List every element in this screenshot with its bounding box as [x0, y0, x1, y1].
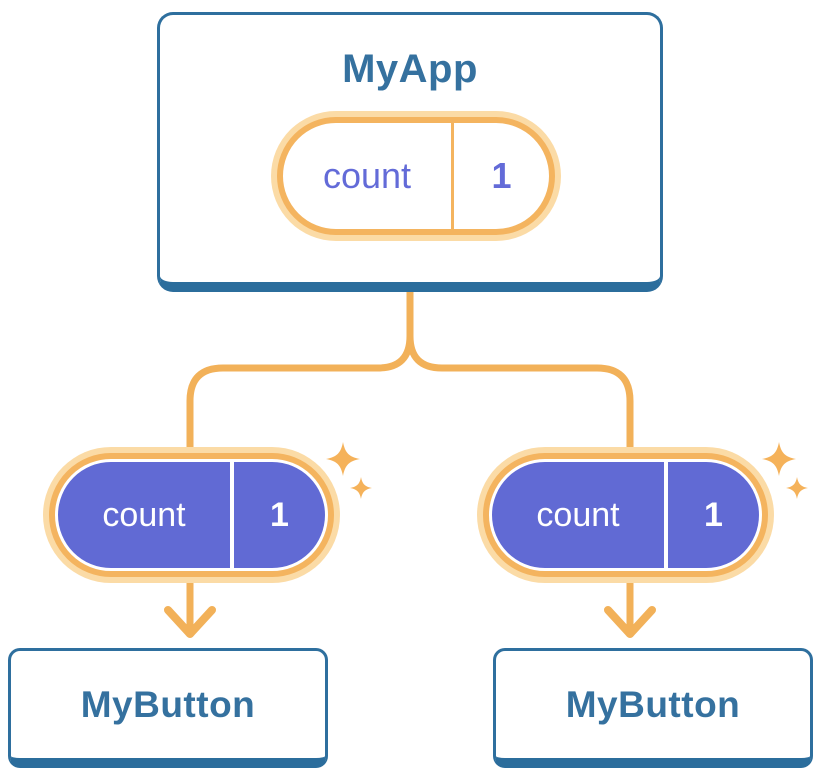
props-pill: count 1 — [49, 453, 334, 577]
branch-left-line — [186, 335, 414, 451]
sparkle-icon — [762, 442, 808, 499]
arrow-down-icon — [604, 579, 656, 638]
props-pill: count 1 — [483, 453, 768, 577]
props-pill-label: count — [102, 495, 186, 534]
props-pill-value: 1 — [230, 462, 325, 568]
component-node-mybutton-right: MyButton — [493, 648, 813, 768]
props-pill-body: count 1 — [492, 462, 759, 568]
props-pill-label: count — [536, 495, 620, 534]
state-pill: count 1 — [277, 117, 555, 235]
state-pill-value: 1 — [451, 123, 549, 229]
state-pill-label: count — [322, 155, 412, 196]
component-title: MyButton — [565, 683, 741, 725]
component-node-mybutton-left: MyButton — [8, 648, 328, 768]
sparkle-icon — [326, 442, 372, 499]
props-pill-value: 1 — [664, 462, 759, 568]
component-title: MyButton — [80, 683, 256, 725]
branch-right-line — [406, 335, 634, 451]
component-title: MyApp — [342, 47, 478, 91]
arrow-down-icon — [164, 579, 216, 638]
props-pill-body: count 1 — [58, 462, 325, 568]
